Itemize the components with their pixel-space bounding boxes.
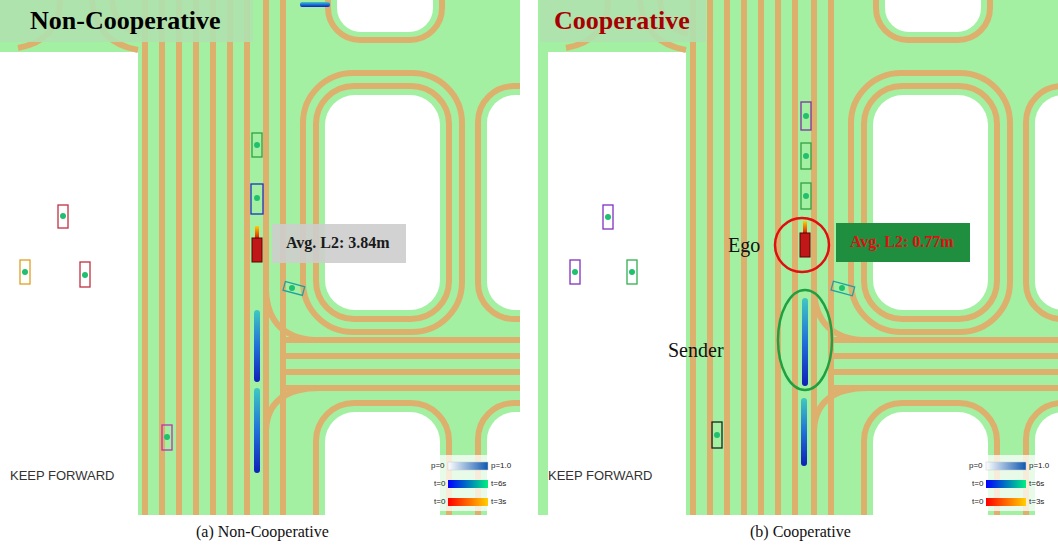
node-label: Avg. L2: 0.77m xyxy=(850,233,956,251)
node-label: Sender xyxy=(668,339,724,362)
legend-text: p=1.0 xyxy=(491,462,511,471)
legend-text: t=3s xyxy=(491,498,506,507)
legend-text: t=6s xyxy=(1029,480,1044,489)
node-label: Avg. L2: 3.84m xyxy=(286,234,392,252)
legend-text: t=6s xyxy=(491,480,506,489)
legend-text: p=1.0 xyxy=(1029,462,1049,471)
legend-text: t=0 xyxy=(972,498,983,507)
subfigure-caption: (b) Cooperative xyxy=(750,523,851,541)
command-text: KEEP FORWARD xyxy=(548,469,653,483)
sender-marker: Sender xyxy=(668,288,838,394)
left-map xyxy=(0,0,520,515)
legend-text: t=0 xyxy=(434,498,445,507)
legend-text: p=0 xyxy=(969,462,983,471)
node-label: Ego xyxy=(728,234,760,257)
command-text: KEEP FORWARD xyxy=(10,469,115,483)
node-label: Cooperative xyxy=(554,6,692,36)
legend-text: t=3s xyxy=(1029,498,1044,507)
metric-box: Avg. L2: 0.77m xyxy=(836,223,970,262)
legend-text: p=0 xyxy=(431,462,445,471)
panel-header: Non-Cooperative xyxy=(0,0,253,42)
right-map xyxy=(538,0,1058,515)
legend-text: t=0 xyxy=(972,480,983,489)
legend-text: t=0 xyxy=(434,480,445,489)
subfigure-caption: (a) Non-Cooperative xyxy=(196,523,329,541)
node-label: Non-Cooperative xyxy=(30,6,223,36)
ego-marker: Ego xyxy=(728,216,834,276)
metric-box: Avg. L2: 3.84m xyxy=(272,224,406,263)
panel-header: Cooperative xyxy=(540,0,706,42)
